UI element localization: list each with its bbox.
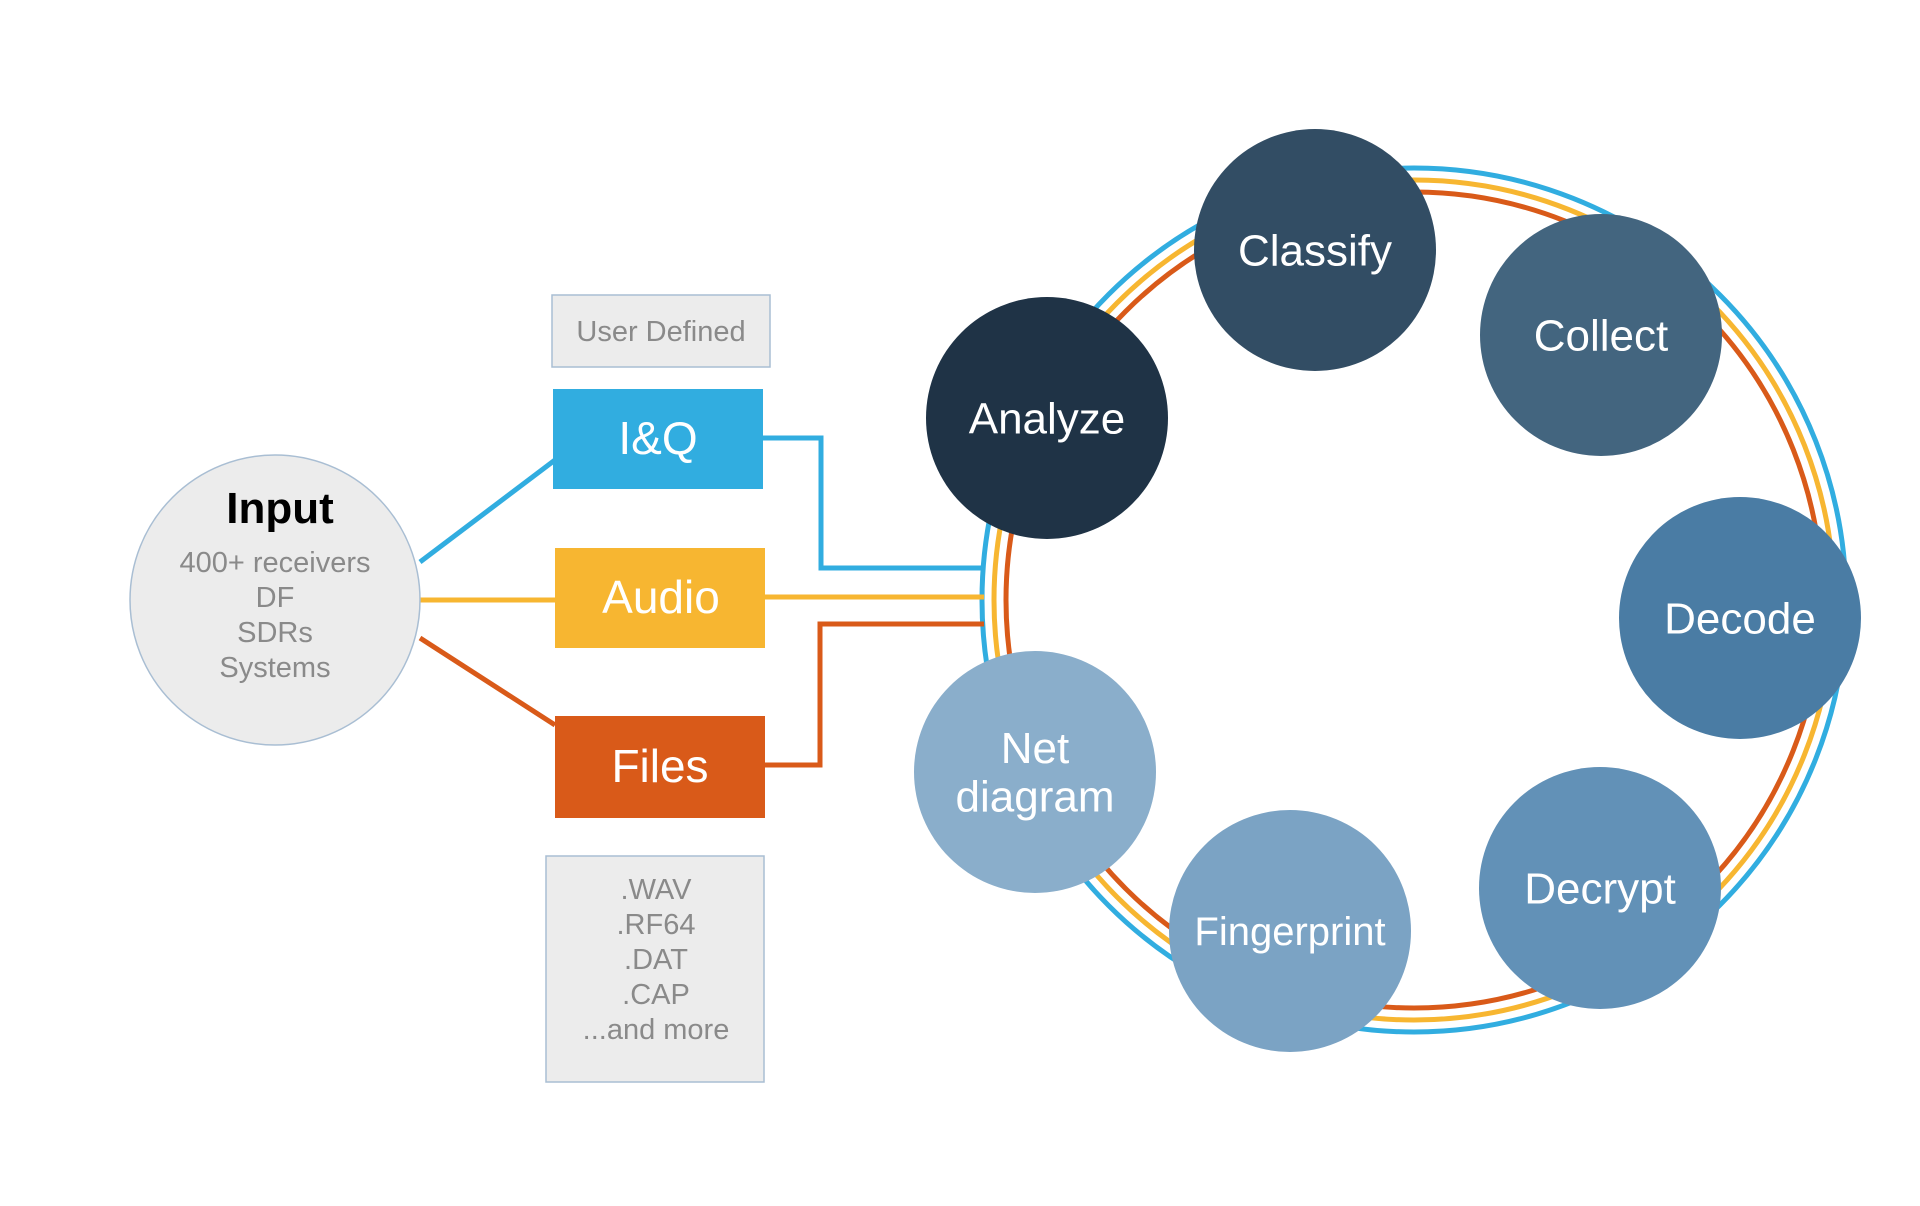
input-line-1: 400+ receivers (179, 547, 370, 579)
input-title: Input (226, 484, 334, 533)
cycle-node-classify-circle (1194, 129, 1436, 371)
cycle-node-collect-circle (1480, 214, 1722, 456)
cycle-nodes: Analyze ClassifyCollectDecodeDecryptFinge… (914, 129, 1861, 1052)
file-types-box: .WAV .RF64 .DAT .CAP ...and more (545, 855, 765, 1083)
user-defined-label: User Defined (576, 316, 745, 348)
file-type-4: .CAP (622, 979, 690, 1011)
cycle-node-decode-circle (1619, 497, 1861, 739)
cycle-node-analyze-label: Analyze (969, 394, 1126, 443)
source-iq: I&Q (553, 389, 763, 489)
cycle-node-analyze: Analyze (926, 297, 1168, 539)
cycle-node-fingerprint-label: Fingerprint (1194, 910, 1385, 954)
cycle-node-fingerprint-circle (1169, 810, 1411, 1052)
cycle-node-decrypt-label: Decrypt (1524, 864, 1676, 913)
input-circle (129, 454, 421, 746)
cycle-node-net-diagram-label-1: Net (1001, 724, 1069, 773)
cycle-node-classify-label: Classify (1238, 226, 1392, 275)
file-type-3: .DAT (624, 944, 688, 976)
source-audio: Audio (555, 548, 765, 648)
file-type-2: .RF64 (617, 909, 696, 941)
cycle-node-collect: Collect (1480, 214, 1722, 456)
file-type-1: .WAV (621, 874, 693, 906)
source-iq-box (553, 389, 763, 489)
input-line-4: Systems (219, 652, 330, 684)
cycle-node-fingerprint: Fingerprint (1169, 810, 1411, 1052)
connector-input-files (418, 635, 557, 728)
cycle-node-net-diagram-circle (914, 651, 1156, 893)
input-line-2: DF (256, 582, 295, 614)
source-files-box (555, 716, 765, 818)
cycle-node-collect-label: Collect (1534, 311, 1669, 360)
cycle-node-classify: Classify (1194, 129, 1436, 371)
file-type-5: ...and more (583, 1014, 730, 1046)
connector-input-iq (418, 458, 557, 564)
user-defined-box: User Defined (551, 294, 771, 368)
cycle-node-decrypt-circle (1479, 767, 1721, 1009)
cycle-node-analyze-circle (926, 297, 1168, 539)
cycle-node-decode: Decode (1619, 497, 1861, 739)
source-audio-label: Audio (602, 571, 720, 623)
input-line-3: SDRs (237, 617, 313, 649)
connector-files-ring (762, 621, 984, 768)
source-files: Files (555, 716, 765, 818)
input-node: Input 400+ receivers DF SDRs Systems (129, 454, 421, 746)
source-audio-box (555, 548, 765, 648)
connector-iq-ring (760, 435, 984, 571)
cycle-node-decrypt: Decrypt (1479, 767, 1721, 1009)
cycle-node-net-diagram-label-2: diagram (956, 773, 1115, 822)
source-iq-label: I&Q (618, 412, 697, 464)
source-files-label: Files (611, 740, 708, 792)
cycle-node-decode-label: Decode (1664, 594, 1816, 643)
